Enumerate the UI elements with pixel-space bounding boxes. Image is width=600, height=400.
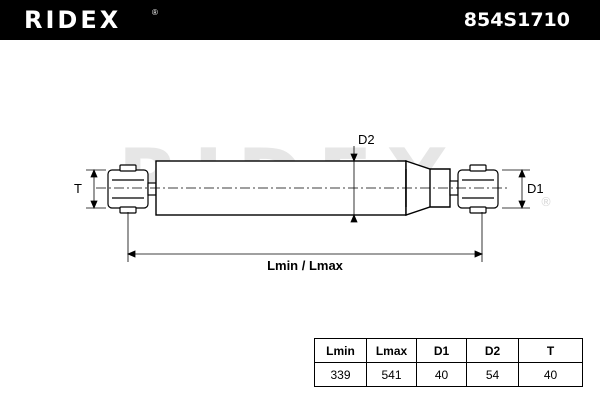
spec-value-t: 40 [518, 362, 583, 387]
d2-dimension [350, 146, 358, 223]
right-eye-mount [449, 164, 499, 214]
spec-value-d2: 54 [466, 362, 519, 387]
spec-header-d1: D1 [416, 338, 467, 363]
spec-value-d1: 40 [416, 362, 467, 387]
watermark-registered-mark: ® [540, 195, 552, 209]
d2-label: D2 [358, 132, 375, 147]
part-number: 854S1710 [463, 9, 570, 31]
shock-absorber-drawing: RIDEX ® D2 D1 [74, 132, 552, 273]
spec-header-lmin: Lmin [314, 338, 367, 363]
spec-value-row: 339 541 40 54 40 [314, 362, 583, 387]
t-label: T [74, 181, 82, 196]
d1-label: D1 [527, 181, 544, 196]
d1-dimension [502, 168, 530, 210]
length-label: Lmin / Lmax [267, 258, 344, 273]
spec-value-lmin: 339 [314, 362, 367, 387]
spec-table: Lmin Lmax D1 D2 T 339 541 40 54 40 [314, 338, 583, 387]
header-bar: RIDEX ® 854S1710 [0, 0, 600, 40]
brand-logo: RIDEX [24, 6, 122, 34]
brand-registered-mark: ® [152, 8, 158, 17]
spec-header-t: T [518, 338, 583, 363]
left-eye-mount [107, 164, 157, 214]
spec-header-d2: D2 [466, 338, 519, 363]
length-dimension [126, 212, 484, 262]
spec-value-lmax: 541 [366, 362, 417, 387]
t-dimension [86, 168, 106, 210]
spec-header-lmax: Lmax [366, 338, 417, 363]
spec-header-row: Lmin Lmax D1 D2 T [314, 338, 583, 363]
